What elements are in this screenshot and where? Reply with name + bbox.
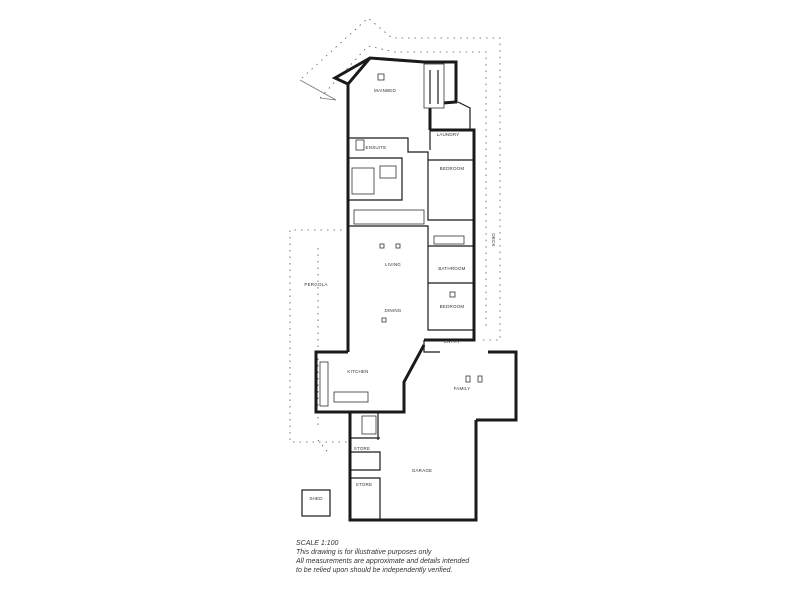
laundry-tub [361,415,377,435]
deck-outline [299,17,501,341]
exterior-walls [314,56,518,522]
room-labels: MAINBED LAUNDRY ENSUITE BEDROOM BATHROOM… [304,88,496,501]
wardrobe [423,63,445,109]
room-label-laundry: LAUNDRY [437,132,460,137]
vanity [379,165,397,179]
room-label-dining: DINING [385,308,402,313]
room-label-pergola: PERGOLA [304,282,327,287]
room-label-shed: SHED [309,496,323,501]
ceiling-light [381,317,387,323]
disclaimer-line-2: All measurements are approximate and det… [296,558,470,565]
room-label-family: FAMILY [454,386,471,391]
room-label-garage: GARAGE [412,468,432,473]
window-fixture [465,375,471,383]
room-label-living: LIVING [385,262,401,267]
ceiling-light [379,243,385,249]
disclaimer-line-3: to be relied upon should be independentl… [296,567,453,574]
cabinetry [353,209,425,225]
pergola-outline [289,229,348,456]
room-label-deck: DECK [491,233,496,246]
bath-vanity [433,235,465,245]
room-label-store-1: STORE [354,446,370,451]
bathtub [351,167,375,195]
kitchen-island [333,391,369,403]
interior-walls [348,101,474,520]
scale-note: SCALE 1:100 [296,540,339,547]
room-label-main-bed: MAINBED [374,88,396,93]
ceiling-light [395,243,401,249]
room-label-store-2: STORE [356,482,372,487]
fixtures [319,63,483,435]
room-label-bedroom-1: BEDROOM [440,166,465,171]
ceiling-light [449,291,456,298]
window-fixture [477,375,483,383]
room-label-ensuite: ENSUITE [366,145,387,150]
room-label-kitchen: KITCHEN [347,369,368,374]
toilet [355,139,365,151]
room-label-bedroom-2: BEDROOM [440,304,465,309]
room-label-entry: ENTRY [444,339,460,344]
kitchen-bench [319,361,329,407]
disclaimer-line-1: This drawing is for illustrative purpose… [296,549,432,556]
room-label-bathroom: BATHROOM [438,266,465,271]
shed-outline [301,489,331,517]
ceiling-light [377,73,385,81]
